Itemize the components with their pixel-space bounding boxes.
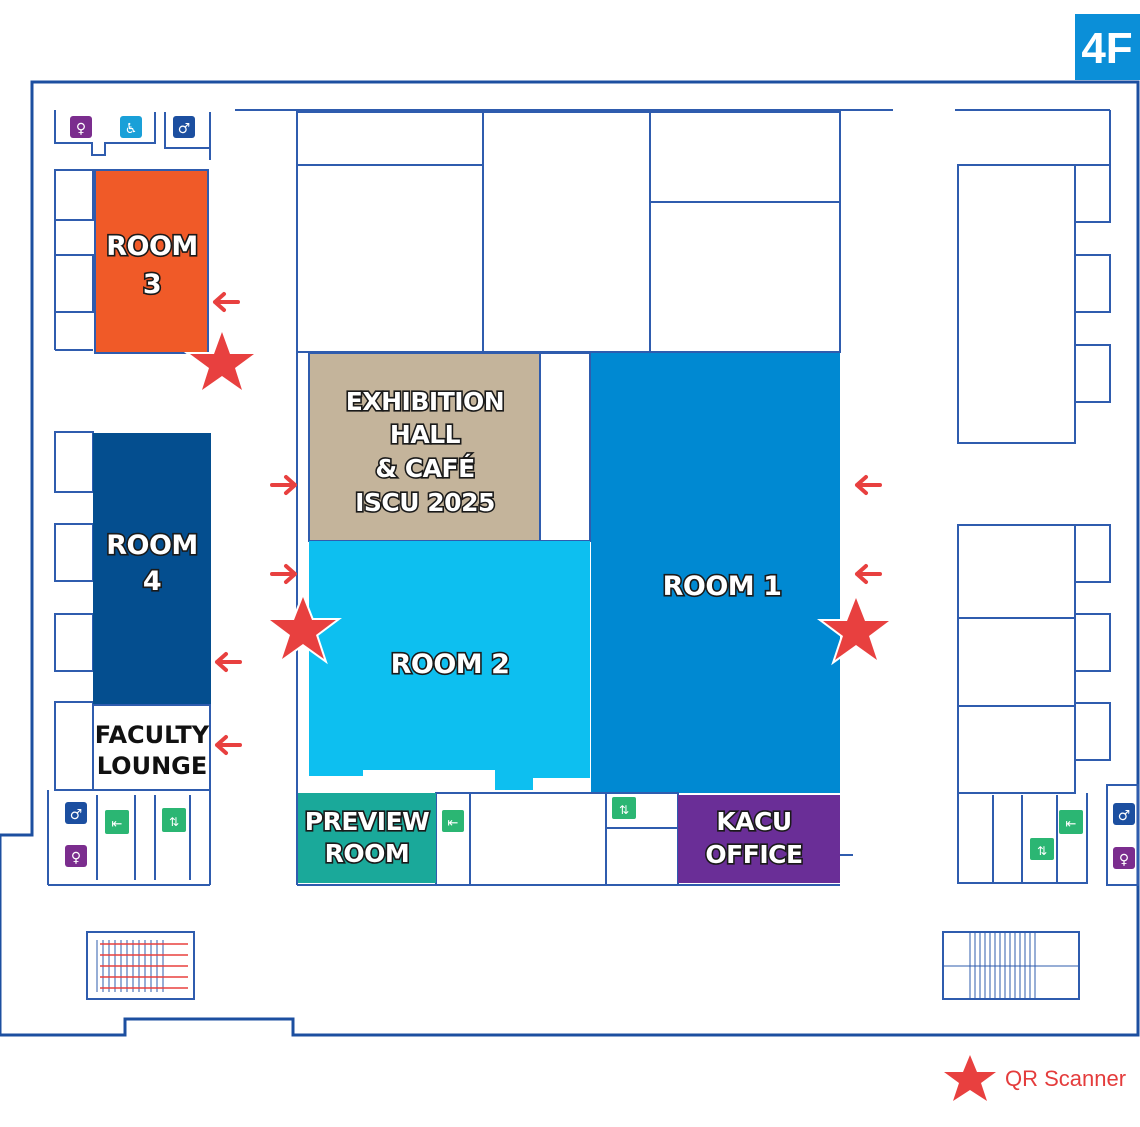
- svg-text:⇅: ⇅: [169, 815, 179, 829]
- female-restroom-icon: ♀: [70, 116, 92, 138]
- emergency-exit-icon: ⇤: [1059, 810, 1083, 834]
- svg-text:⇅: ⇅: [1037, 844, 1047, 858]
- svg-text:♀: ♀: [76, 121, 86, 137]
- room-3-label-line1: ROOM: [106, 231, 198, 262]
- preview-room[interactable]: PREVIEW ROOM: [298, 793, 436, 883]
- building-outline: [0, 80, 1140, 1037]
- left-wing-rooms: [47, 169, 211, 886]
- elevator-icon: ⇅: [612, 797, 636, 819]
- kacu-office[interactable]: KACU OFFICE: [678, 795, 840, 883]
- qr-scanner-star-icon: [944, 1055, 996, 1101]
- qr-scanner-star-icon: [817, 592, 895, 666]
- svg-text:⇤: ⇤: [1066, 817, 1077, 832]
- svg-text:♂: ♂: [1118, 808, 1131, 824]
- stairs-right: [942, 931, 1080, 1000]
- upper-rooms: [296, 111, 841, 353]
- svg-text:♀: ♀: [1119, 852, 1129, 868]
- faculty-lounge[interactable]: FACULTY LOUNGE: [92, 704, 211, 791]
- female-restroom-icon: ♀: [1113, 847, 1135, 869]
- svg-text:⇅: ⇅: [619, 803, 629, 817]
- room-1-label: ROOM 1: [663, 571, 782, 602]
- exhibition-label-line4: ISCU 2025: [355, 488, 495, 517]
- room-4-label-line2: 4: [143, 566, 161, 597]
- stairs-left: [86, 931, 195, 1000]
- elevator-icon: ⇅: [1030, 838, 1054, 860]
- emergency-exit-icon: ⇤: [442, 810, 464, 832]
- kacu-office-label-line1: KACU: [716, 807, 791, 836]
- room-4[interactable]: ROOM 4: [93, 433, 211, 705]
- elevator-icon: ⇅: [162, 808, 186, 832]
- floor-badge: 4F: [1075, 14, 1140, 80]
- legend: QR Scanner: [944, 1055, 1126, 1101]
- preview-room-label-line2: ROOM: [325, 839, 410, 868]
- svg-text:♂: ♂: [70, 807, 83, 823]
- exhibition-label-line3: & CAFÉ: [375, 454, 474, 483]
- faculty-lounge-label-line1: FACULTY: [95, 721, 210, 749]
- bottom-center-rooms: [435, 792, 679, 886]
- room-2-label: ROOM 2: [391, 649, 510, 680]
- male-restroom-icon: ♂: [65, 802, 87, 824]
- svg-text:⇤: ⇤: [448, 816, 459, 831]
- kacu-office-label-line2: OFFICE: [705, 840, 802, 869]
- right-wing-rooms: [955, 109, 1139, 886]
- preview-room-label-line1: PREVIEW: [305, 807, 429, 836]
- male-restroom-icon: ♂: [1113, 803, 1135, 825]
- svg-text:♀: ♀: [71, 850, 81, 866]
- exhibition-label-line2: HALL: [390, 420, 461, 449]
- room-4-label-line1: ROOM: [106, 530, 198, 561]
- female-restroom-icon: ♀: [65, 845, 87, 867]
- room-1[interactable]: ROOM 1: [591, 353, 840, 793]
- svg-text:♿: ♿: [125, 121, 138, 137]
- svg-text:⇤: ⇤: [112, 817, 123, 832]
- room-3-label-line2: 3: [143, 269, 161, 300]
- exhibition-hall-cafe[interactable]: EXHIBITION HALL & CAFÉ ISCU 2025: [308, 352, 591, 542]
- faculty-lounge-label-line2: LOUNGE: [97, 752, 208, 780]
- accessible-restroom-icon: ♿: [120, 116, 142, 138]
- room-2[interactable]: ROOM 2: [309, 541, 590, 790]
- emergency-exit-icon: ⇤: [105, 810, 129, 834]
- room-3[interactable]: ROOM 3: [94, 169, 209, 354]
- floor-label: 4F: [1081, 24, 1132, 73]
- male-restroom-icon: ♂: [173, 116, 195, 138]
- legend-qr-scanner-label: QR Scanner: [1005, 1066, 1126, 1091]
- exhibition-label-line1: EXHIBITION: [346, 387, 504, 416]
- qr-scanner-star-icon: [264, 591, 342, 665]
- entrance-arrow-icon: [213, 292, 882, 755]
- left-restroom-block: [54, 110, 211, 160]
- svg-text:♂: ♂: [178, 121, 191, 137]
- qr-scanner-star-icon: [183, 326, 261, 396]
